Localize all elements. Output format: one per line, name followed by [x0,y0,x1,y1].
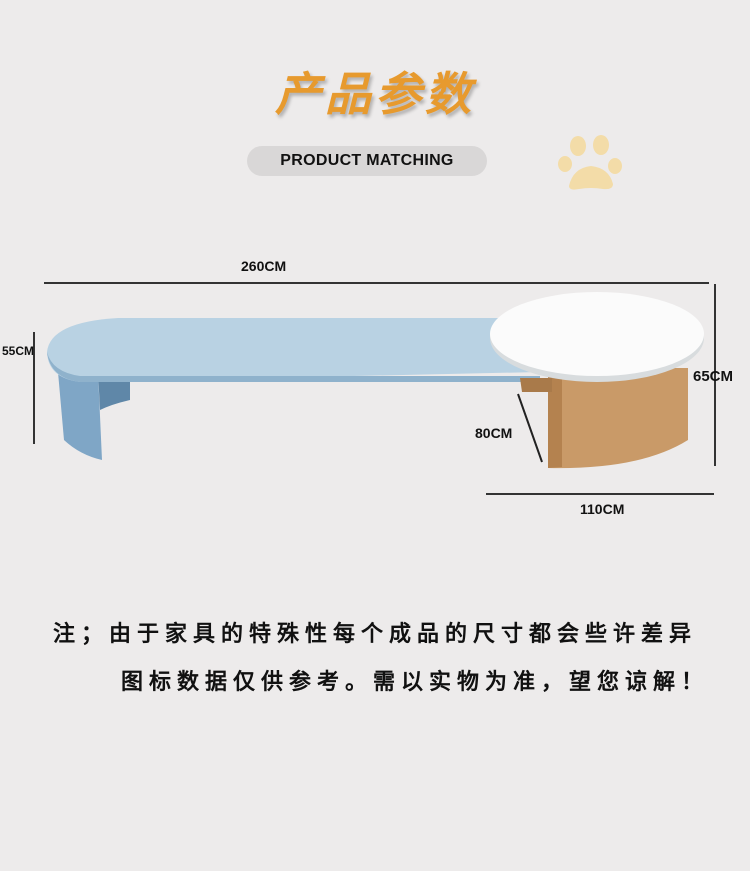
dimension-label-length: 260CM [241,258,287,274]
section-subtitle-badge: PRODUCT MATCHING [247,146,487,176]
disclaimer-line-2: 图标数据仅供参考。需以实物为准，望您谅解！ [120,670,709,695]
dimension-line-length [44,282,709,284]
dimension-label-table-width: 110CM [580,501,625,517]
disclaimer-line-1: 注；由于家具的特殊性每个成品的尺寸都会些许差异 [52,622,697,647]
dimension-line-table-depth [515,392,545,464]
dimension-line-bench-depth [33,332,35,444]
dimension-label-height: 65CM [693,368,734,385]
dimension-line-table-width [486,493,714,495]
paw-print-icon [553,128,633,192]
dimension-label-table-depth: 80CM [475,425,513,441]
furniture-illustration [47,292,704,469]
dimension-line-height [714,284,716,466]
dimension-label-bench-depth: 55CM [2,344,35,358]
page-title: 产品参数 [275,67,475,121]
